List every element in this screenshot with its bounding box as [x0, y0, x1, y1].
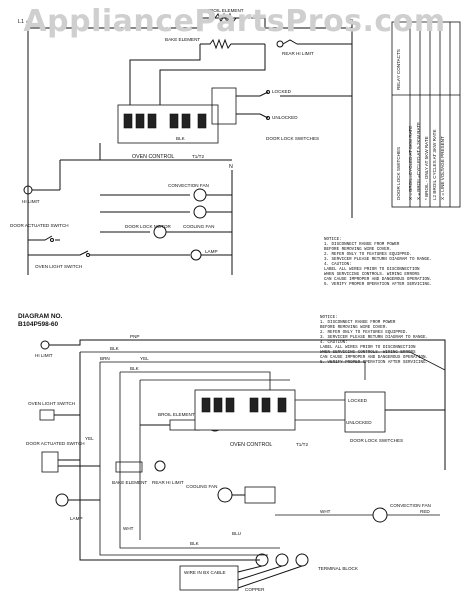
svg-text:NOTICE:: NOTICE: — [320, 316, 338, 320]
relay-table-note-1: X = BROIL=CYCLED AT 5.2KW RATE — [416, 122, 421, 200]
top-oven-light-switch-label: OVEN LIGHT SWITCH — [35, 264, 82, 269]
bottom-unlocked-label: UNLOCKED — [346, 420, 372, 425]
svg-text:CAN CAUSE IMPROPER AND DANGERO: CAN CAUSE IMPROPER AND DANGEROUS OPERATI… — [324, 278, 432, 282]
relay-table — [391, 21, 461, 208]
svg-text:CAN CAUSE IMPROPER AND DANGERO: CAN CAUSE IMPROPER AND DANGEROUS OPERATI… — [320, 356, 428, 360]
svg-text:5. VERIFY PROPER OPERATION AFT: 5. VERIFY PROPER OPERATION AFTER SERVICI… — [320, 361, 428, 365]
svg-text:NOTICE:: NOTICE: — [324, 238, 342, 242]
relay-table-note-3: L2 BROIL CYCLES AT 3KW RATE — [432, 129, 437, 200]
wire-blk3-label: BLK — [190, 541, 200, 546]
bottom-oven-control-label: OVEN CONTROL — [230, 442, 272, 448]
bottom-convection-fan-label: CONVECTION FAN — [390, 503, 431, 508]
bottom-wire-in-bx-cable-label: WIRE IN BX CABLE — [184, 570, 226, 575]
svg-text:1. DISCONNECT RANGE FROM POWER: 1. DISCONNECT RANGE FROM POWER — [320, 321, 396, 325]
wire-red-label: RED — [420, 509, 430, 514]
top-oven-control-label: OVEN CONTROL — [132, 154, 174, 160]
top-rear-hi-limit-label: REAR HI LIMIT — [282, 51, 314, 56]
bottom-hi-limit-label: HI LIMIT — [35, 353, 53, 358]
top-locked-label: LOCKED — [272, 89, 292, 94]
top-hi-limit-label: HI LIMIT — [22, 199, 40, 204]
top-blk-label: BLK — [176, 136, 186, 141]
svg-text:BEFORE REMOVING WIRE COVER.: BEFORE REMOVING WIRE COVER. — [320, 326, 388, 330]
top-t1t2-label: T1/T2 — [192, 154, 204, 159]
bottom-door-lock-switches-label: DOOR LOCK SWITCHES — [350, 438, 403, 443]
top-broil-element-label: BROIL ELEMENT — [207, 8, 244, 13]
diagram-title-line1: DIAGRAM NO. — [18, 313, 63, 320]
bottom-lamp-label: LAMP — [70, 516, 83, 521]
wire-wht2-label: WHT — [123, 526, 134, 531]
relay-table-note-0: X = BROIL=CYCLED AT 8KW RATE — [408, 126, 413, 200]
wire-blu-label: BLU — [232, 531, 241, 536]
svg-text:3. SERVICER PLEASE RETURN DIAG: 3. SERVICER PLEASE RETURN DIAGRAM TO RAN… — [324, 258, 432, 262]
svg-text:5. VERIFY PROPER OPERATION AFT: 5. VERIFY PROPER OPERATION AFTER SERVICI… — [324, 283, 432, 287]
bottom-cooling-fan-label: COOLING FAN — [186, 484, 217, 489]
top-door-lock-switches-label: DOOR LOCK SWITCHES — [266, 136, 319, 141]
svg-text:LABEL ALL WIRES PRIOR TO DISCO: LABEL ALL WIRES PRIOR TO DISCONNECTION — [320, 346, 416, 350]
wire-yel2-label: YEL — [85, 436, 94, 441]
bottom-rear-hi-limit-label: REAR HI LIMIT — [152, 480, 184, 485]
svg-text:BEFORE REMOVING WIRE COVER.: BEFORE REMOVING WIRE COVER. — [324, 248, 392, 252]
svg-text:3. SERVICER PLEASE RETURN DIAG: 3. SERVICER PLEASE RETURN DIAGRAM TO RAN… — [320, 336, 428, 340]
bottom-bake-element-label: BAKE ELEMENT — [112, 480, 147, 485]
bottom-t1t2-label: T1/T2 — [296, 442, 308, 447]
top-door-lock-motor-label: DOOR LOCK MOTOR — [125, 224, 172, 229]
rail-l2-label: L2 — [347, 19, 353, 25]
top-lamp-label: LAMP — [205, 249, 218, 254]
bottom-locked-label: LOCKED — [348, 398, 368, 403]
relay-table-note-2: * BROIL - ONLY AT 5KW RATE — [424, 136, 429, 200]
svg-text:WHEN SERVICING CONTROLS. WIRIN: WHEN SERVICING CONTROLS. WIRING ERRORS — [320, 351, 416, 355]
top-bake-element-label: BAKE ELEMENT — [165, 37, 200, 42]
top-door-actuated-switch-label: DOOR ACTUATED SWITCH — [10, 223, 69, 228]
top-notice: NOTICE: 1. DISCONNECT RANGE FROM POWER B… — [324, 238, 432, 287]
relay-table-header-door: DOOR LOCK SWITCHES — [396, 147, 401, 200]
relay-table-header-relay: RELAY CONTACTS — [396, 49, 401, 90]
top-convection-fan-label: CONVECTION FAN — [168, 183, 209, 188]
svg-text:4. CAUTION:: 4. CAUTION: — [320, 341, 348, 345]
wire-blk2-label: BLK — [130, 366, 140, 371]
bottom-copper-label: COPPER — [245, 587, 265, 592]
wire-pnp-label: PNP — [130, 334, 139, 339]
rail-n-label: N — [229, 164, 233, 170]
rail-l1-label: L1 — [18, 19, 24, 25]
bottom-broil-element-label: BROIL ELEMENT — [158, 412, 195, 417]
bottom-diagram: DIAGRAM NO. B104P598-60 HI LIMIT PNP BLK… — [18, 313, 446, 592]
top-cooling-fan-label: COOLING FAN — [183, 224, 214, 229]
wire-brn-label: BRN — [100, 356, 110, 361]
top-unlocked-label: UNLOCKED — [272, 115, 298, 120]
svg-text:2. REFER ONLY TO FEATURES EQUI: 2. REFER ONLY TO FEATURES EQUIPPED. — [320, 331, 408, 335]
wire-wht-label: WHT — [320, 509, 331, 514]
wire-blk-label: BLK — [110, 346, 120, 351]
svg-text:1. DISCONNECT RANGE FROM POWER: 1. DISCONNECT RANGE FROM POWER — [324, 243, 400, 247]
svg-text:4. CAUTION:: 4. CAUTION: — [324, 263, 352, 267]
bottom-door-actuated-switch-label: DOOR ACTUATED SWITCH — [26, 441, 85, 446]
relay-table-note-4: X = LINE VOLTAGE PRESENT — [440, 136, 445, 200]
svg-text:2. REFER ONLY TO FEATURES EQUI: 2. REFER ONLY TO FEATURES EQUIPPED. — [324, 253, 412, 257]
svg-text:WHEN SERVICING CONTROLS. WIRIN: WHEN SERVICING CONTROLS. WIRING ERRORS — [324, 273, 420, 277]
svg-text:LABEL ALL WIRES PRIOR TO DISCO: LABEL ALL WIRES PRIOR TO DISCONNECTION — [324, 268, 420, 272]
wire-yel-label: YEL — [140, 356, 149, 361]
bottom-oven-light-switch-label: OVEN LIGHT SWITCH — [28, 401, 75, 406]
diagram-title-line2: B104P598-60 — [18, 321, 58, 328]
bottom-terminal-block-label: TERMINAL BLOCK — [318, 566, 359, 571]
top-schematic: L1 L2 N BROIL ELEMENT BAKE ELEMENT REAR … — [10, 8, 461, 287]
bottom-notice: NOTICE: 1. DISCONNECT RANGE FROM POWER B… — [320, 316, 428, 365]
